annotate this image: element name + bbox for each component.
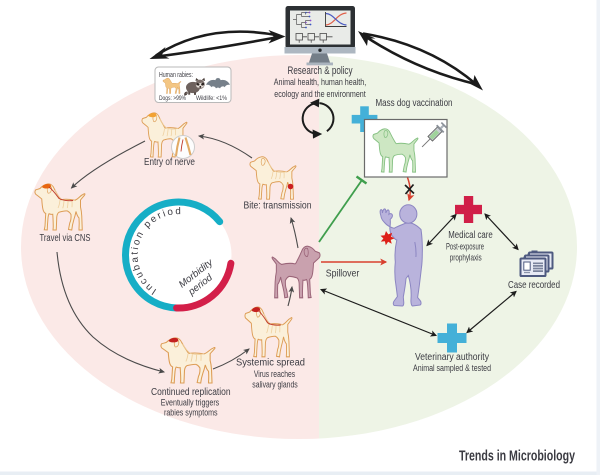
svg-text:Post-exposure: Post-exposure xyxy=(446,242,484,252)
svg-text:Trends in Microbiology: Trends in Microbiology xyxy=(459,449,575,465)
svg-text:Travel via CNS: Travel via CNS xyxy=(40,233,91,244)
svg-text:Virus reaches: Virus reaches xyxy=(254,369,296,379)
svg-text:Spillover: Spillover xyxy=(326,269,360,280)
svg-text:Wildlife: <1%: Wildlife: <1% xyxy=(196,95,227,102)
svg-text:Eventually triggers: Eventually triggers xyxy=(161,398,220,408)
svg-text:Human rabies:: Human rabies: xyxy=(159,72,193,79)
svg-text:Continued replication: Continued replication xyxy=(151,387,231,398)
svg-text:Dogs: >99%: Dogs: >99% xyxy=(159,95,186,102)
svg-text:Entry of nerve: Entry of nerve xyxy=(144,157,195,168)
svg-text:Systemic spread: Systemic spread xyxy=(236,358,305,369)
svg-text:Mass dog vaccination: Mass dog vaccination xyxy=(376,98,453,109)
svg-text:Medical care: Medical care xyxy=(448,230,493,241)
svg-text:ecology and the environment: ecology and the environment xyxy=(274,88,366,99)
svg-text:Veterinary authority: Veterinary authority xyxy=(415,352,489,363)
svg-text:Animal sampled & tested: Animal sampled & tested xyxy=(413,363,491,373)
svg-text:rabies symptoms: rabies symptoms xyxy=(164,408,218,418)
svg-text:Bite: transmission: Bite: transmission xyxy=(244,201,312,212)
svg-text:salivary glands: salivary glands xyxy=(252,380,298,390)
svg-text:Case recorded: Case recorded xyxy=(508,280,560,291)
svg-text:Animal health, human health,: Animal health, human health, xyxy=(274,76,367,87)
svg-text:Research & policy: Research & policy xyxy=(288,65,353,77)
svg-text:prophylaxis: prophylaxis xyxy=(450,253,482,263)
